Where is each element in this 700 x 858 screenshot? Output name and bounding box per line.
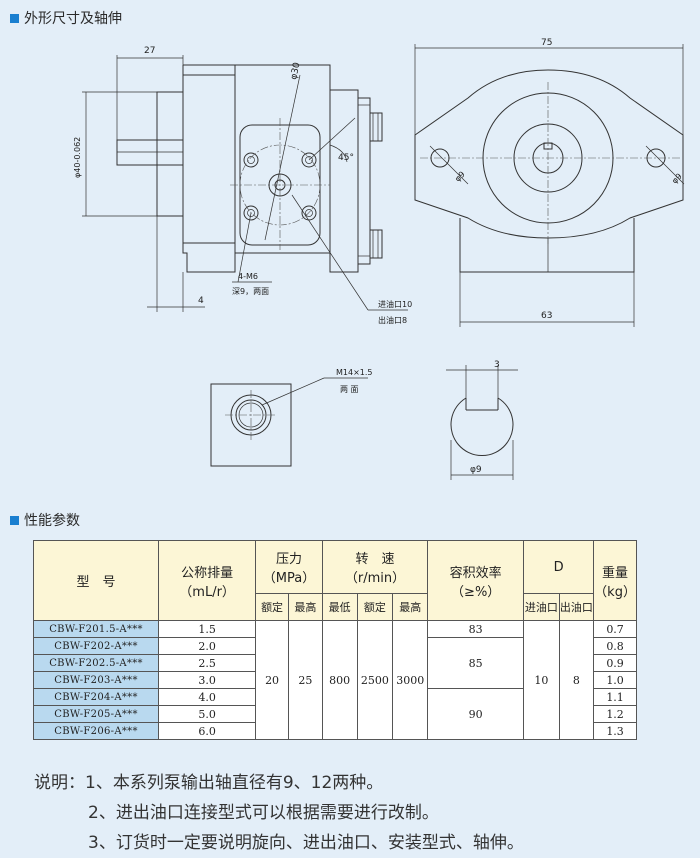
technical-drawing: 27 φ40-0.062 φ30 45° 4 4-M6 深9，两面 进油口10 … (73, 38, 685, 480)
table-row: CBW-F203-A*** 3.0 1.0 (32, 671, 637, 689)
header-speed: 转 速（r/min） (321, 540, 429, 594)
sub-inlet: 进油口 (523, 593, 560, 621)
performance-table: 型 号 公称排量（mL/r） 压力（MPa） 转 速（r/min） 容积效率（≥… (32, 540, 637, 740)
model-cell: CBW-F203-A*** (32, 671, 160, 689)
model-cell: CBW-F204-A*** (32, 688, 160, 706)
sub-min-speed: 最低 (321, 593, 358, 621)
dim-27: 27 (144, 46, 155, 56)
rated-pressure-cell: 20 (255, 620, 289, 740)
table-row: CBW-F205-A*** 5.0 1.2 (32, 705, 637, 723)
note-line-1: 说明：1、本系列泵输出轴直径有9、12两种。 (34, 773, 384, 793)
section-title-performance-text: 性能参数 (24, 513, 80, 529)
header-pressure: 压力（MPa） (255, 540, 323, 594)
weight-cell: 1.3 (593, 722, 637, 740)
note-line-3: 3、订货时一定要说明旋向、进出油口、安装型式、轴伸。 (88, 833, 524, 853)
label-4-m6: 4-M6 (238, 272, 258, 281)
outlet-cell: 8 (558, 620, 595, 740)
model-cell: CBW-F202-A*** (32, 637, 160, 655)
max-speed-cell: 3000 (392, 620, 429, 740)
table-header-row: 型 号 公称排量（mL/r） 压力（MPa） 转 速（r/min） 容积效率（≥… (32, 540, 637, 621)
sub-outlet: 出油口 (558, 593, 595, 621)
header-displacement: 公称排量（mL/r） (158, 540, 257, 621)
model-cell: CBW-F206-A*** (32, 722, 160, 740)
model-cell: CBW-F205-A*** (32, 705, 160, 723)
efficiency-cell: 83 (427, 620, 525, 638)
dim-phi9-shaft: φ9 (470, 465, 482, 475)
disp-cell: 6.0 (158, 722, 257, 740)
weight-cell: 0.7 (593, 620, 637, 638)
dim-phi40: φ40-0.062 (73, 137, 82, 178)
dim-3: 3 (494, 360, 500, 370)
table-row: CBW-F202-A*** 2.0 85 0.8 (32, 637, 637, 689)
weight-cell: 1.2 (593, 705, 637, 723)
section-title-dimensions-text: 外形尺寸及轴伸 (24, 11, 122, 27)
header-weight: 重量（kg） (593, 540, 637, 621)
dim-75: 75 (541, 38, 552, 48)
label-both-sides: 两 面 (340, 385, 359, 394)
disp-cell: 2.0 (158, 637, 257, 655)
label-outlet: 出油口8 (378, 315, 407, 325)
bullet-square-icon (10, 515, 19, 525)
disp-cell: 4.0 (158, 688, 257, 706)
dim-phi30: φ30 (289, 61, 302, 80)
weight-cell: 1.1 (593, 688, 637, 706)
sub-max-pressure: 最高 (287, 593, 323, 621)
header-D: D (523, 540, 595, 594)
sub-rated-pressure: 额定 (255, 593, 289, 621)
weight-cell: 0.9 (593, 654, 637, 672)
dim-phi9-left: φ9 (453, 170, 467, 184)
header-efficiency: 容积效率（≥%） (427, 540, 525, 621)
section-title-performance: 性能参数 (10, 510, 80, 530)
section-title-dimensions: 外形尺寸及轴伸 (10, 8, 122, 28)
efficiency-cell: 85 (427, 637, 525, 689)
side-view: 27 φ40-0.062 φ30 45° 4 4-M6 深9，两面 进油口10 … (73, 46, 412, 325)
front-view: φ9 φ9 75 63 (414, 38, 685, 327)
disp-cell: 1.5 (158, 620, 257, 638)
bullet-square-icon (10, 13, 19, 23)
dim-phi9-right: φ9 (670, 172, 684, 186)
model-cell: CBW-F201.5-A*** (32, 620, 160, 638)
efficiency-cell: 90 (427, 688, 525, 740)
sub-max-speed: 最高 (392, 593, 429, 621)
disp-cell: 2.5 (158, 654, 257, 672)
weight-cell: 1.0 (593, 671, 637, 689)
max-pressure-cell: 25 (287, 620, 323, 740)
rated-speed-cell: 2500 (356, 620, 394, 740)
label-depth: 深9，两面 (232, 287, 269, 296)
label-inlet: 进油口10 (378, 299, 412, 309)
dim-63: 63 (541, 311, 552, 321)
table-row: CBW-F204-A*** 4.0 90 1.1 (32, 688, 637, 740)
model-cell: CBW-F202.5-A*** (32, 654, 160, 672)
table-row: CBW-F206-A*** 6.0 1.3 (32, 722, 637, 740)
shaft-section-view: 3 φ9 (446, 360, 518, 480)
note-line-2: 2、进出油口连接型式可以根据需要进行改制。 (88, 803, 439, 823)
notes-block: 说明：1、本系列泵输出轴直径有9、12两种。 2、进出油口连接型式可以根据需要进… (34, 768, 524, 858)
sub-rated-speed: 额定 (356, 593, 394, 621)
weight-cell: 0.8 (593, 637, 637, 655)
inlet-cell: 10 (523, 620, 560, 740)
dim-4: 4 (198, 296, 204, 306)
label-m14: M14×1.5 (336, 368, 373, 377)
disp-cell: 3.0 (158, 671, 257, 689)
header-model: 型 号 (32, 540, 160, 621)
min-speed-cell: 800 (321, 620, 358, 740)
disp-cell: 5.0 (158, 705, 257, 723)
dim-45deg: 45° (338, 153, 354, 163)
table-row: CBW-F201.5-A*** 1.5 20 25 800 2500 3000 … (32, 620, 637, 740)
port-detail-view: M14×1.5 两 面 (210, 368, 373, 467)
